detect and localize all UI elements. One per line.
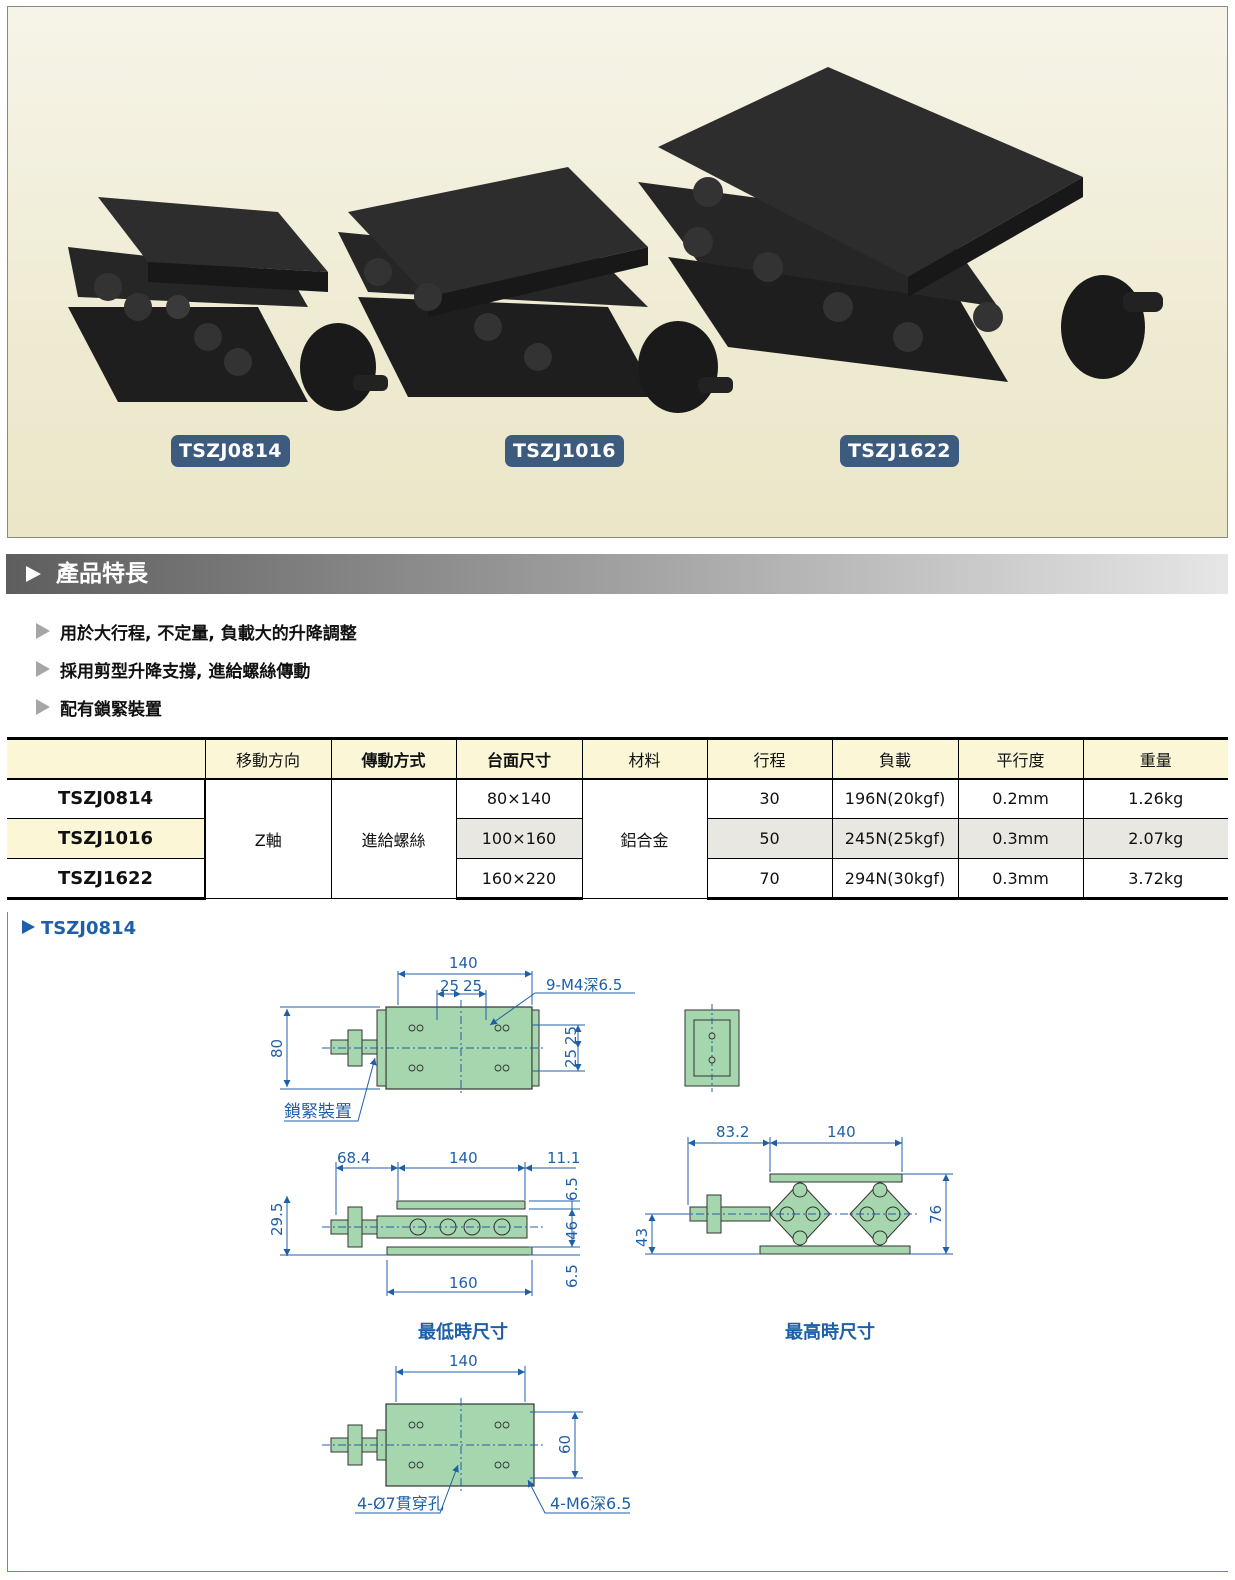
hole-markers	[408, 1024, 716, 1469]
dim-label: 6.5	[563, 1177, 581, 1201]
feature-text: 採用剪型升降支撐, 進給螺絲傳動	[60, 661, 311, 682]
stroke-cell: 70	[706, 858, 832, 900]
top-view	[280, 970, 635, 1122]
hole-note: 4-Ø7貫穿孔	[357, 1494, 444, 1513]
table-row: TSZJ0814 Z軸 進給螺絲 80×140 鋁合金 30 196N(20kg…	[7, 778, 1228, 899]
low-view-caption: 最低時尺寸	[418, 1322, 508, 1343]
feature-item: 用於大行程, 不定量, 負載大的升降調整	[36, 612, 357, 650]
low-view	[280, 1162, 580, 1296]
dim-label: 68.4	[337, 1149, 370, 1167]
stage-tszj0814-image	[68, 197, 388, 411]
stage-tszj1622-image	[638, 67, 1163, 382]
high-view	[645, 1137, 953, 1255]
triangle-icon	[22, 920, 35, 934]
size-cell: 160×220	[455, 858, 582, 900]
side-view	[684, 1004, 740, 1092]
triangle-icon	[26, 566, 41, 582]
section-header: 產品特長	[6, 554, 1228, 594]
size-cell: 80×140	[455, 778, 582, 819]
table-row: TSZJ1622 160×220 70 294N(30kgf) 0.3mm 3.…	[7, 858, 1228, 900]
triangle-bullet-icon	[36, 699, 50, 715]
dim-label: 76	[927, 1205, 945, 1224]
header-cell: 負載	[831, 737, 958, 780]
dim-label: 140	[449, 954, 478, 972]
triangle-bullet-icon	[36, 661, 50, 677]
dim-label: 80	[268, 1039, 286, 1058]
product-photo	[68, 67, 1163, 413]
triangle-bullet-icon	[36, 623, 50, 639]
weight-cell: 2.07kg	[1082, 818, 1228, 859]
drive-cell: 進給螺絲	[330, 778, 456, 899]
stroke-cell: 30	[706, 778, 832, 819]
dim-label: 46	[563, 1221, 581, 1240]
model-cell: TSZJ1016	[7, 818, 206, 859]
feature-text: 用於大行程, 不定量, 負載大的升降調整	[60, 623, 357, 644]
header-cell: 重量	[1082, 737, 1228, 780]
model-label-tszj0814: TSZJ0814	[171, 435, 290, 467]
table-header-row: 移動方向 傳動方式 台面尺寸 材料 行程 負載 平行度 重量	[7, 737, 1228, 780]
dimension-labels: 140 25 25 9-M4深6.5 80 25 25 鎖緊裝置 68.4 14…	[268, 954, 945, 1513]
header-cell: 材料	[581, 737, 707, 780]
product-photo-panel: TSZJ0814 TSZJ1016 TSZJ1622	[7, 6, 1228, 538]
dim-label: 25	[463, 977, 482, 995]
section-title: 產品特長	[56, 561, 148, 587]
dim-label: 83.2	[716, 1123, 749, 1141]
axis-cell: Z軸	[204, 778, 331, 899]
load-cell: 245N(25kgf)	[831, 818, 958, 859]
dim-label: 60	[556, 1435, 574, 1454]
model-label-tszj1016: TSZJ1016	[505, 435, 624, 467]
model-label-tszj1622: TSZJ1622	[840, 435, 959, 467]
header-cell	[7, 737, 205, 780]
header-cell: 平行度	[957, 737, 1083, 780]
header-cell: 台面尺寸	[455, 737, 582, 780]
dim-label: 140	[827, 1123, 856, 1141]
feature-item: 採用剪型升降支撐, 進給螺絲傳動	[36, 650, 357, 688]
header-cell: 傳動方式	[330, 737, 456, 780]
drawing-frame	[7, 912, 1228, 1572]
dim-label: 43	[633, 1228, 651, 1247]
dim-label: 140	[449, 1149, 478, 1167]
dim-label: 25	[562, 1049, 580, 1068]
high-view-caption: 最高時尺寸	[785, 1322, 875, 1343]
load-cell: 196N(20kgf)	[831, 778, 958, 819]
parallel-cell: 0.3mm	[957, 818, 1083, 859]
hole-note: 4-M6深6.5	[550, 1494, 631, 1513]
parallel-cell: 0.2mm	[957, 778, 1083, 819]
table-row: TSZJ1016 100×160 50 245N(25kgf) 0.3mm 2.…	[7, 818, 1228, 859]
model-cell: TSZJ0814	[7, 778, 206, 819]
lock-label: 鎖緊裝置	[284, 1102, 352, 1122]
feature-list: 用於大行程, 不定量, 負載大的升降調整 採用剪型升降支撐, 進給螺絲傳動 配有…	[36, 612, 357, 726]
feature-text: 配有鎖緊裝置	[60, 699, 162, 720]
size-cell: 100×160	[455, 818, 582, 859]
dim-label: 160	[449, 1274, 478, 1292]
stroke-cell: 50	[706, 818, 832, 859]
dim-label: 25	[562, 1026, 580, 1045]
drawing-title: TSZJ0814	[22, 918, 136, 939]
dim-label: 29.5	[268, 1203, 286, 1236]
feature-item: 配有鎖緊裝置	[36, 688, 357, 726]
bottom-view	[322, 1366, 630, 1514]
header-cell: 行程	[706, 737, 832, 780]
material-cell: 鋁合金	[581, 778, 707, 899]
model-cell: TSZJ1622	[7, 858, 206, 900]
dim-label: 11.1	[547, 1149, 580, 1167]
drawing-title-text: TSZJ0814	[41, 918, 137, 939]
weight-cell: 1.26kg	[1082, 778, 1228, 819]
stage-tszj1016-image	[338, 167, 733, 413]
dim-label: 140	[449, 1352, 478, 1370]
weight-cell: 3.72kg	[1082, 858, 1228, 900]
dim-label: 6.5	[563, 1264, 581, 1288]
dim-label: 25	[440, 977, 459, 995]
dim-label: 9-M4深6.5	[546, 976, 622, 994]
spec-table: 移動方向 傳動方式 台面尺寸 材料 行程 負載 平行度 重量 TSZJ0814 …	[7, 737, 1228, 900]
header-cell: 移動方向	[204, 737, 331, 780]
parallel-cell: 0.3mm	[957, 858, 1083, 900]
load-cell: 294N(30kgf)	[831, 858, 958, 900]
